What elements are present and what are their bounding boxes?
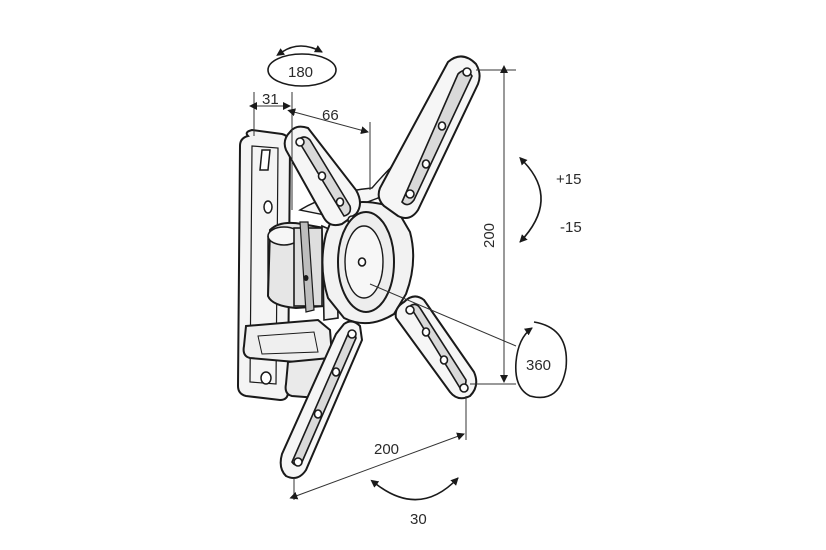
- wall-plate-slot-top: [259, 149, 271, 171]
- vesa-arm-top-right: [377, 55, 481, 219]
- wall-plate-hole: [263, 200, 273, 214]
- tilt-up-label: +15: [556, 171, 581, 188]
- swivel-arrow: [267, 45, 337, 87]
- pan-label: 30: [410, 511, 427, 528]
- tilt-arrow: [519, 156, 542, 243]
- pan-arrow: [370, 477, 459, 501]
- dimension-vesa-vertical: [470, 65, 516, 385]
- vesa-horizontal-label: 200: [374, 441, 399, 458]
- vesa-arm-bottom-right: [394, 295, 478, 400]
- tilt-down-label: -15: [560, 219, 582, 236]
- wall-plate-hole-bottom: [260, 371, 272, 385]
- depth-max-label: 66: [322, 107, 339, 124]
- dimension-depth: [249, 92, 371, 210]
- depth-min-label: 31: [262, 91, 279, 108]
- dimension-vesa-horizontal: [289, 396, 467, 500]
- vesa-arm-top-left: [283, 125, 361, 227]
- rotation-leader: [369, 283, 517, 347]
- swivel-label: 180: [288, 64, 313, 81]
- rotation-arrow: [514, 321, 568, 399]
- center-screw: [357, 257, 367, 267]
- vesa-vertical-label: 200: [481, 223, 498, 248]
- rotation-label: 360: [526, 357, 551, 374]
